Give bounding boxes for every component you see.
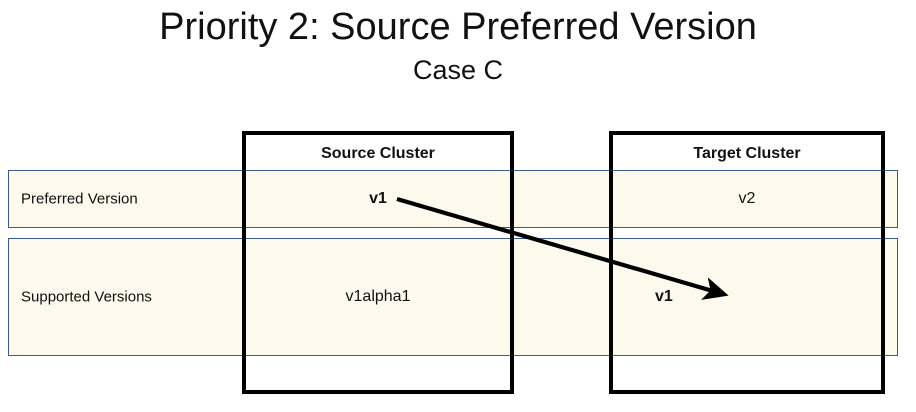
row-label-supported-versions: Supported Versions bbox=[21, 288, 152, 306]
value-source-supported-versions: v1alpha1 bbox=[345, 288, 411, 305]
page-title: Priority 2: Source Preferred Version bbox=[159, 6, 757, 48]
row-label-preferred-version: Preferred Version bbox=[21, 190, 138, 208]
value-target-preferred-version: v2 bbox=[738, 190, 756, 207]
source-cluster-title: Source Cluster bbox=[321, 145, 435, 162]
target-cluster-box: Target Cluster bbox=[609, 131, 885, 394]
source-cluster-box: Source Cluster bbox=[242, 131, 514, 394]
value-source-preferred-version: v1 bbox=[369, 190, 387, 207]
target-cluster-title: Target Cluster bbox=[693, 145, 801, 162]
value-target-supported-versions: v1 bbox=[655, 288, 673, 305]
page-subtitle: Case C bbox=[412, 55, 504, 85]
